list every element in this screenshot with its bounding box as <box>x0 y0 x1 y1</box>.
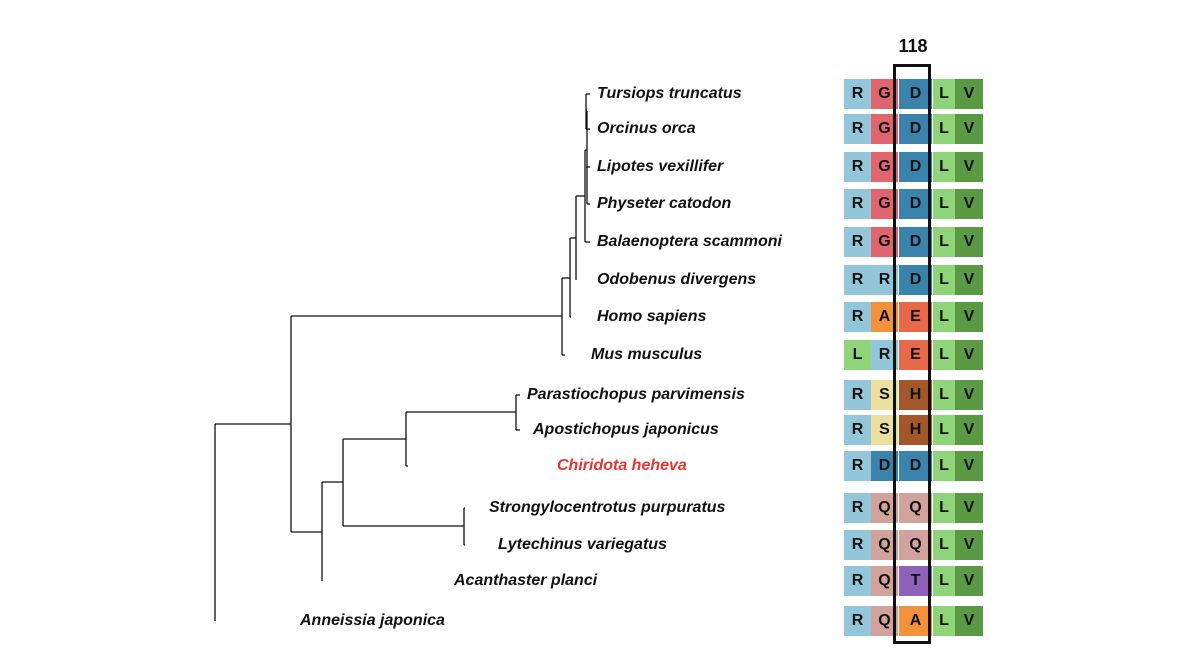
residue-cell: R <box>844 415 871 445</box>
residue-cell: D <box>899 265 932 295</box>
residue-cell: V <box>955 530 983 560</box>
residue-cell: R <box>844 189 871 219</box>
residue-cell: L <box>933 451 955 481</box>
residue-cell: V <box>955 415 983 445</box>
residue-cell: L <box>933 189 955 219</box>
alignment-position-label: 118 <box>898 36 928 56</box>
taxon-label: Orcinus orca <box>597 120 696 137</box>
residue-cell: L <box>933 606 955 636</box>
highlighted-column-box <box>893 64 931 644</box>
residue-cell: L <box>933 265 955 295</box>
residue-cell: A <box>899 606 932 636</box>
residue-cell: V <box>955 380 983 410</box>
taxon-label: Chiridota heheva <box>557 457 687 474</box>
residue-cell: D <box>899 79 932 109</box>
residue-cell: R <box>844 227 871 257</box>
residue-cell: Q <box>899 493 932 523</box>
taxon-label: Mus musculus <box>591 346 703 363</box>
taxon-label: Anneissia japonica <box>300 612 445 629</box>
residue-cell: L <box>933 380 955 410</box>
residue-cell: R <box>844 265 871 295</box>
taxon-label: Parastiochopus parvimensis <box>527 386 745 403</box>
taxon-label: Odobenus divergens <box>597 271 757 288</box>
residue-cell: D <box>899 227 932 257</box>
residue-cell: R <box>844 530 871 560</box>
residue-cell: R <box>844 152 871 182</box>
residue-cell: L <box>933 566 955 596</box>
residue-cell: D <box>899 189 932 219</box>
residue-cell: L <box>933 227 955 257</box>
taxon-label: Homo sapiens <box>597 308 707 325</box>
residue-cell: R <box>844 566 871 596</box>
residue-cell: L <box>933 152 955 182</box>
taxon-label: Apostichopus japonicus <box>533 421 719 438</box>
residue-cell: D <box>899 451 932 481</box>
residue-cell: V <box>955 566 983 596</box>
residue-cell: L <box>933 114 955 144</box>
taxon-label: Strongylocentrotus purpuratus <box>489 499 726 516</box>
residue-cell: Q <box>899 530 932 560</box>
residue-cell: H <box>899 415 932 445</box>
residue-cell: H <box>899 380 932 410</box>
residue-cell: V <box>955 79 983 109</box>
residue-cell: V <box>955 265 983 295</box>
residue-cell: R <box>844 380 871 410</box>
residue-cell: V <box>955 451 983 481</box>
residue-cell: V <box>955 606 983 636</box>
residue-cell: L <box>933 415 955 445</box>
residue-cell: V <box>955 189 983 219</box>
residue-cell: L <box>933 493 955 523</box>
residue-cell: D <box>899 152 932 182</box>
residue-cell: R <box>844 114 871 144</box>
residue-cell: D <box>899 114 932 144</box>
residue-cell: L <box>933 530 955 560</box>
residue-cell: T <box>899 566 932 596</box>
residue-cell: L <box>844 340 871 370</box>
taxon-label: Tursiops truncatus <box>597 85 742 102</box>
residue-cell: L <box>933 302 955 332</box>
residue-cell: R <box>844 493 871 523</box>
residue-cell: V <box>955 227 983 257</box>
residue-cell: R <box>844 451 871 481</box>
residue-cell: V <box>955 493 983 523</box>
residue-cell: E <box>899 302 932 332</box>
taxon-label: Lytechinus variegatus <box>498 536 667 553</box>
residue-cell: L <box>933 79 955 109</box>
taxon-label: Acanthaster planci <box>454 572 598 589</box>
residue-cell: L <box>933 340 955 370</box>
residue-cell: E <box>899 340 932 370</box>
residue-cell: V <box>955 114 983 144</box>
residue-cell: V <box>955 152 983 182</box>
taxon-label: Physeter catodon <box>597 195 732 212</box>
taxon-label: Lipotes vexillifer <box>597 158 724 175</box>
residue-cell: V <box>955 340 983 370</box>
residue-cell: R <box>844 302 871 332</box>
residue-cell: V <box>955 302 983 332</box>
taxon-label: Balaenoptera scammoni <box>597 233 782 250</box>
residue-cell: R <box>844 79 871 109</box>
residue-cell: R <box>844 606 871 636</box>
